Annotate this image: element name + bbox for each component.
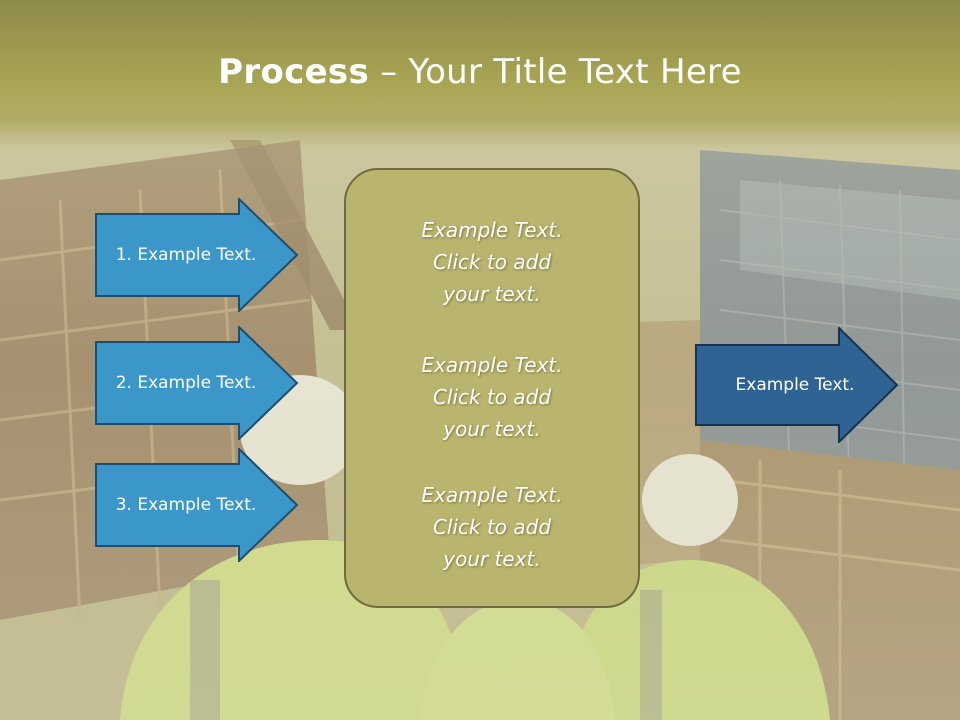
center-block-2-line-1: Example Text. [421,353,563,377]
center-block-1-line-2: Click to add [432,250,552,274]
center-block-3-line-2: Click to add [432,515,552,539]
left-arrow-1[interactable]: 1. Example Text. [95,198,299,312]
center-block-3-line-1: Example Text. [421,483,563,507]
center-text-box[interactable]: Example Text. Click to add your text. Ex… [344,168,640,608]
center-block-1-line-1: Example Text. [421,218,563,242]
slide-title[interactable]: Process – Your Title Text Here [0,52,960,92]
left-arrow-1-label: 1. Example Text. [115,245,257,265]
center-block-1-line-3: your text. [443,282,541,306]
left-arrow-3[interactable]: 3. Example Text. [95,448,299,562]
left-arrow-2-label: 2. Example Text. [115,373,257,393]
right-arrow-label: Example Text. [735,375,855,395]
title-rest: – Your Title Text Here [369,52,742,92]
center-block-3: Example Text. Click to add your text. [346,479,638,575]
title-band [0,0,960,150]
center-block-1: Example Text. Click to add your text. [346,214,638,310]
center-block-2-line-2: Click to add [432,385,552,409]
left-arrow-2[interactable]: 2. Example Text. [95,326,299,440]
right-arrow[interactable]: Example Text. [695,327,899,443]
left-arrow-3-label: 3. Example Text. [115,495,257,515]
title-bold: Process [218,52,370,92]
center-block-3-line-3: your text. [443,547,541,571]
center-block-2-line-3: your text. [443,417,541,441]
center-block-2: Example Text. Click to add your text. [346,349,638,445]
